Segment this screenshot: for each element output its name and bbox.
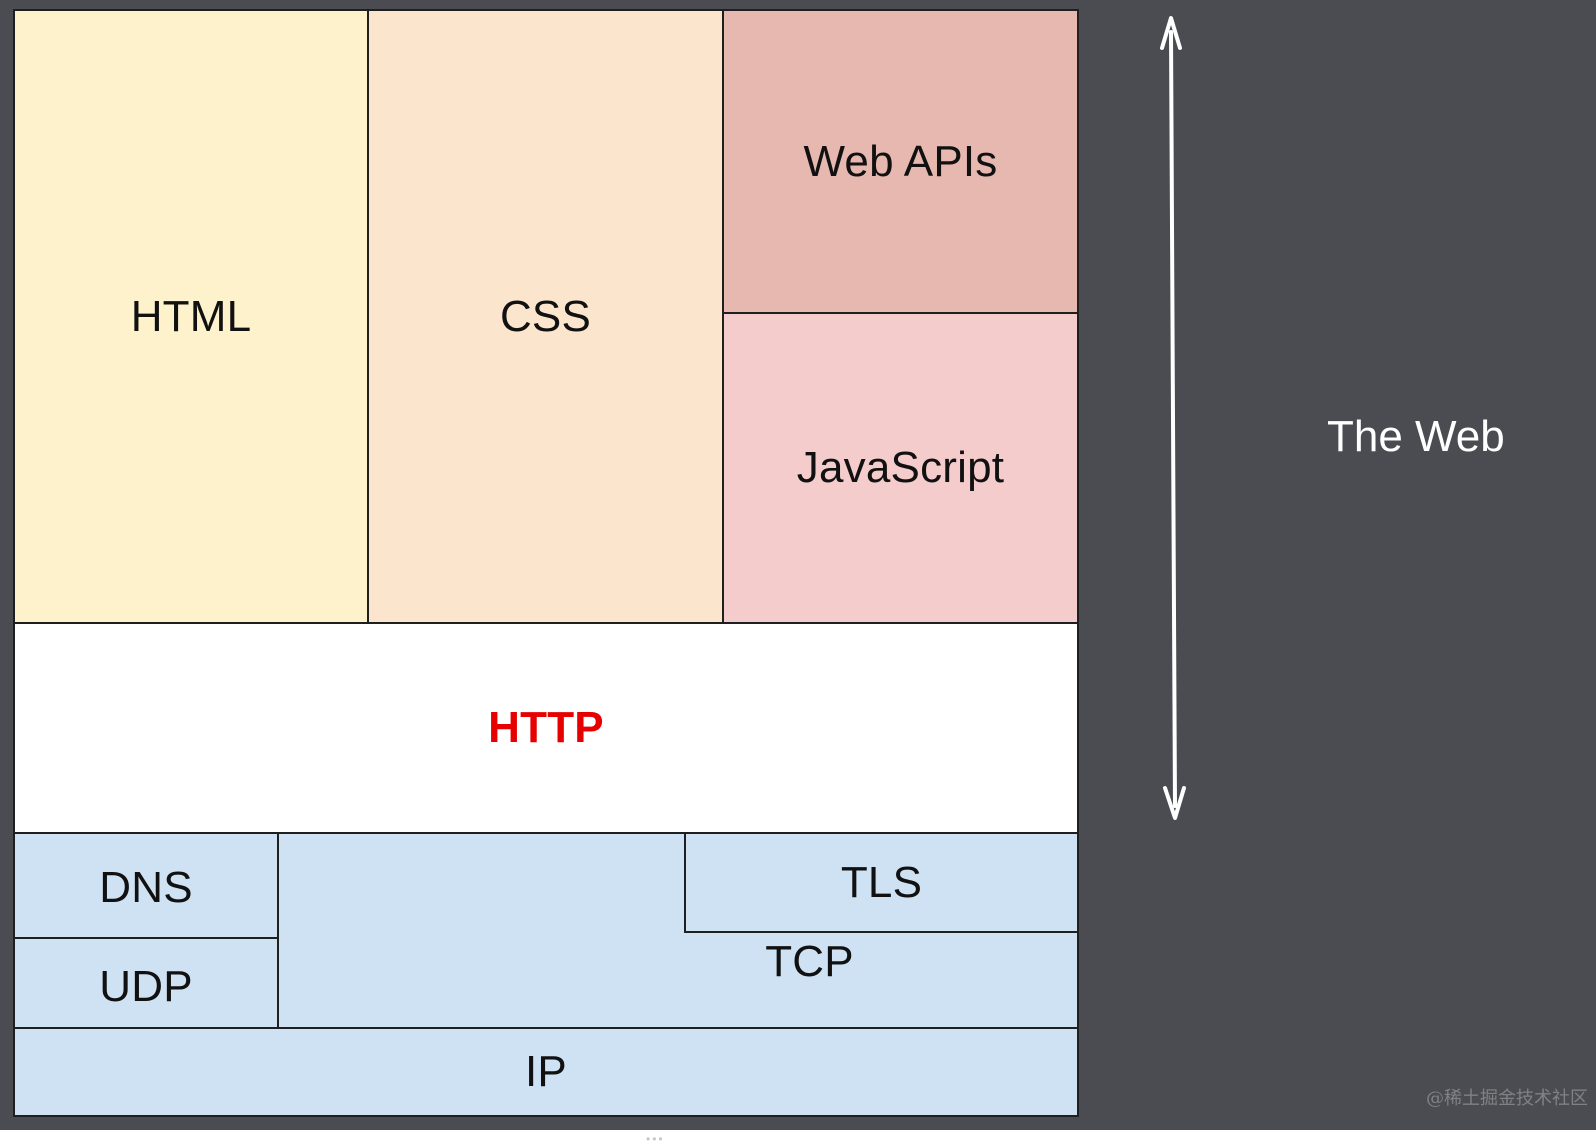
tcp-label: TCP xyxy=(765,936,854,986)
http-box: HTTP xyxy=(13,622,1079,834)
http-label: HTTP xyxy=(488,703,604,752)
watermark: @稀土掘金技术社区 xyxy=(1426,1088,1588,1109)
ip-box: IP xyxy=(13,1027,1079,1117)
double-arrow-icon xyxy=(1160,16,1186,820)
javascript-label: JavaScript xyxy=(796,443,1005,492)
tls-box: TLS xyxy=(684,832,1079,933)
udp-label: UDP xyxy=(99,962,193,1011)
handle-dots: ••• xyxy=(646,1132,665,1146)
html-box: HTML xyxy=(13,9,369,624)
web-apis-label: Web APIs xyxy=(803,137,998,186)
tls-label: TLS xyxy=(840,857,923,907)
css-box: CSS xyxy=(367,9,724,624)
dns-box: DNS xyxy=(13,832,279,939)
dns-label: DNS xyxy=(99,862,193,912)
javascript-box: JavaScript xyxy=(722,312,1079,624)
html-label: HTML xyxy=(130,291,252,341)
css-label: CSS xyxy=(499,291,592,341)
ip-label: IP xyxy=(525,1047,567,1096)
the-web-label: The Web xyxy=(1327,412,1505,461)
udp-box: UDP xyxy=(13,937,279,1029)
web-apis-box: Web APIs xyxy=(722,9,1079,314)
